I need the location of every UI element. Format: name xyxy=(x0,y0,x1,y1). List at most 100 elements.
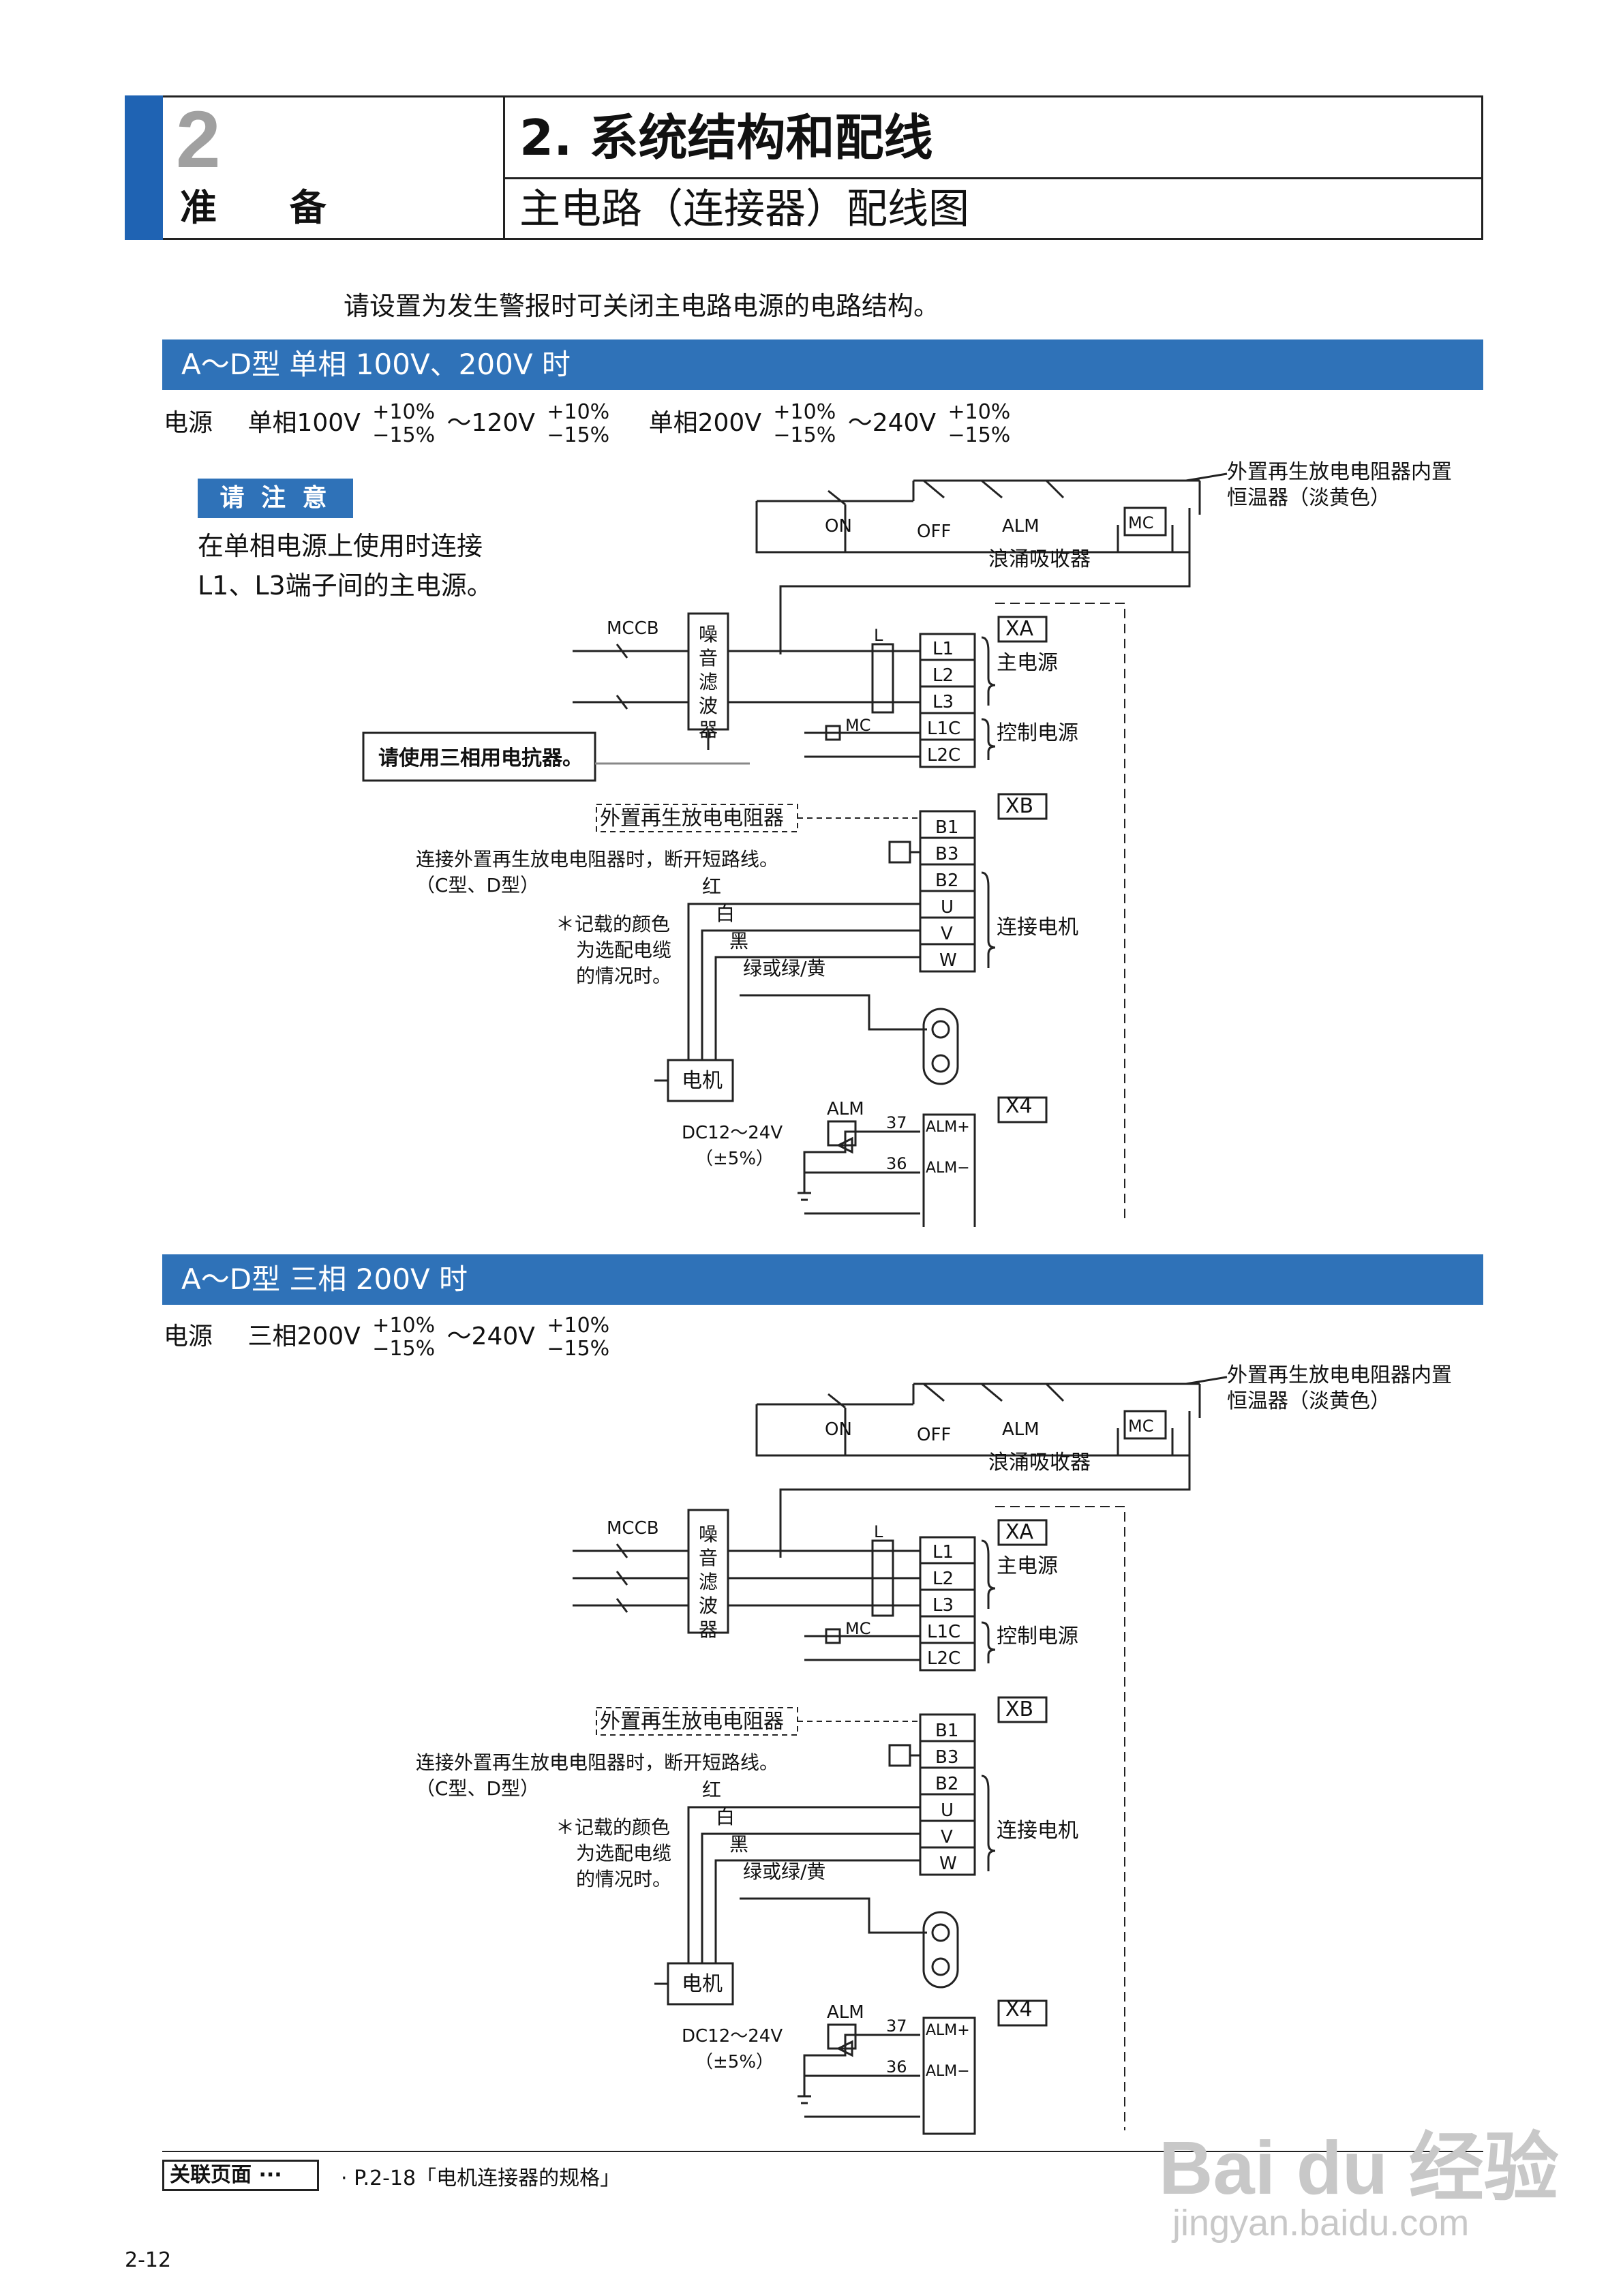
motor-label: 电机 xyxy=(682,1069,723,1093)
xb-label: XB xyxy=(1005,794,1033,818)
terminal-b2: B2 xyxy=(935,1774,958,1794)
surge-label: 浪涌吸收器 xyxy=(988,1451,1091,1475)
wire-red: 红 xyxy=(702,875,721,898)
filter-char-4: 波 xyxy=(699,695,718,717)
terminal-l2: L2 xyxy=(932,665,954,686)
control-power-label: 控制电源 xyxy=(997,1625,1078,1648)
color-note-2: 为选配电缆 xyxy=(576,939,671,961)
control-power-label: 控制电源 xyxy=(997,721,1078,745)
terminal-l3: L3 xyxy=(932,1595,954,1616)
power-spec-single: 电源 单相100V +10%−15% ～120V +10%−15% 单相200V… xyxy=(164,401,1014,447)
power-spec-three: 电源 三相200V +10%−15% ～240V +10%−15% xyxy=(164,1314,613,1361)
power-range-200: 三相200V xyxy=(247,1323,361,1350)
cd-type-label: （C型、D型） xyxy=(416,1777,539,1800)
mc-contact-label: MC xyxy=(845,1619,870,1638)
terminal-l1: L1 xyxy=(932,1542,954,1562)
alm-relay-label: ALM xyxy=(827,1099,864,1119)
alm-minus: ALM− xyxy=(926,2063,970,2080)
on-label: ON xyxy=(825,1419,852,1440)
motor-label: 电机 xyxy=(682,1972,723,1996)
pin-37: 37 xyxy=(886,2016,907,2036)
alm-plus: ALM+ xyxy=(926,1119,970,1136)
color-note-1: ＊记载的颜色 xyxy=(556,1816,670,1839)
baidu-watermark-url: jingyan.baidu.com xyxy=(1172,2203,1470,2244)
filter-char-1: 噪 xyxy=(699,623,718,646)
related-page-link[interactable]: · P.2-18「电机连接器的规格」 xyxy=(341,2166,621,2190)
chapter-name: 准 备 xyxy=(180,186,357,229)
terminal-b2: B2 xyxy=(935,871,958,891)
on-label: ON xyxy=(825,516,852,537)
power-label: 电源 xyxy=(164,1323,213,1350)
power-label: 电源 xyxy=(164,409,213,437)
wiring-diagram-three-phase: 外置再生放电电阻器内置 恒温器（淡黄色） ON OFF ALM 浪涌吸收器 MC… xyxy=(416,1363,1452,2135)
xa-label: XA xyxy=(1005,617,1034,641)
header-divider-horizontal xyxy=(503,177,1483,179)
reactor-label: L xyxy=(874,1522,883,1541)
terminal-l2: L2 xyxy=(932,1569,954,1589)
connect-motor-label: 连接电机 xyxy=(997,1819,1078,1843)
dc-tolerance: （±5%） xyxy=(695,2052,774,2072)
baidu-watermark-logo: Bai du 经验 xyxy=(1159,2126,1559,2210)
filter-label: 噪 音 滤 波 器 xyxy=(699,1523,718,1641)
filter-char-2: 音 xyxy=(699,1547,718,1569)
filter-char-5: 器 xyxy=(699,719,718,741)
terminal-w: W xyxy=(939,950,957,971)
footer-rule xyxy=(162,2151,1483,2152)
alm-label: ALM xyxy=(1002,1419,1040,1440)
wiring-diagram-single-phase: 外置再生放电电阻器内置 恒温器（淡黄色） ON OFF ALM 浪涌吸收器 MC… xyxy=(362,460,1452,1227)
terminal-l2c: L2C xyxy=(927,745,960,766)
terminal-l1: L1 xyxy=(932,639,954,659)
pin-36: 36 xyxy=(886,1154,907,1173)
terminal-u: U xyxy=(941,897,954,918)
main-power-label: 主电源 xyxy=(997,651,1058,675)
terminal-l2c: L2C xyxy=(927,1648,960,1669)
ext-resistor-label: 外置再生放电电阻器 xyxy=(600,806,784,830)
tolerance: +10%−15% xyxy=(947,400,1011,447)
filter-char-5: 器 xyxy=(699,1618,718,1641)
dc-label: DC12～24V xyxy=(682,2026,783,2046)
power-range-200: 单相200V xyxy=(648,409,761,437)
tolerance: +10%−15% xyxy=(547,1314,610,1361)
wire-black: 黑 xyxy=(729,1833,748,1856)
related-pages-tag: 关联页面 ··· xyxy=(162,2160,319,2191)
filter-char-2: 音 xyxy=(699,647,718,669)
off-label: OFF xyxy=(917,522,951,542)
ext-resistor-label: 外置再生放电电阻器 xyxy=(600,1710,784,1734)
filter-char-3: 滤 xyxy=(699,671,718,693)
power-range-100: 单相100V xyxy=(247,409,361,437)
mccb-label: MCCB xyxy=(607,1518,659,1539)
terminal-u: U xyxy=(941,1800,954,1821)
mc-label: MC xyxy=(1128,1417,1153,1436)
wire-white: 白 xyxy=(716,903,735,925)
section-band-single-phase: A～D型 单相 100V、200V 时 xyxy=(162,339,1483,390)
thermostat-label: 外置再生放电电阻器内置 xyxy=(1227,460,1452,484)
alm-relay-label: ALM xyxy=(827,2002,864,2023)
power-range-240: ～240V xyxy=(446,1323,535,1350)
alm-minus: ALM− xyxy=(926,1160,970,1177)
power-range-120: ～120V xyxy=(446,409,535,437)
section-band-three-phase: A～D型 三相 200V 时 xyxy=(162,1254,1483,1305)
alm-plus: ALM+ xyxy=(926,2022,970,2039)
thermostat-label-2: 恒温器（淡黄色） xyxy=(1227,1389,1391,1413)
attention-tag: 请 注 意 ··· xyxy=(198,479,353,552)
filter-char-1: 噪 xyxy=(699,1523,718,1545)
dc-label: DC12～24V xyxy=(682,1123,783,1143)
tolerance: +10%−15% xyxy=(773,400,836,447)
wire-black: 黑 xyxy=(729,930,748,952)
attention-note: 在单相电源上使用时连接 L1、L3端子间的主电源。 xyxy=(198,531,493,601)
terminal-b3: B3 xyxy=(935,844,958,864)
mc-label: MC xyxy=(1128,513,1153,532)
mc-contact-label: MC xyxy=(845,716,870,735)
reactor-label: L xyxy=(874,626,883,645)
section-title: 2. 系统结构和配线 xyxy=(519,109,933,166)
intro-text: 请设置为发生警报时可关闭主电路电源的电路结构。 xyxy=(344,291,940,321)
wire-white: 白 xyxy=(716,1806,735,1828)
power-range-240: ～240V xyxy=(847,409,937,437)
tolerance: +10%−15% xyxy=(372,400,436,447)
header-divider-vertical xyxy=(503,95,505,240)
terminal-v: V xyxy=(941,924,953,944)
color-note-1: ＊记载的颜色 xyxy=(556,913,670,935)
thermostat-label: 外置再生放电电阻器内置 xyxy=(1227,1363,1452,1387)
terminal-l1c: L1C xyxy=(927,1622,960,1642)
color-note-2: 为选配电缆 xyxy=(576,1842,671,1864)
